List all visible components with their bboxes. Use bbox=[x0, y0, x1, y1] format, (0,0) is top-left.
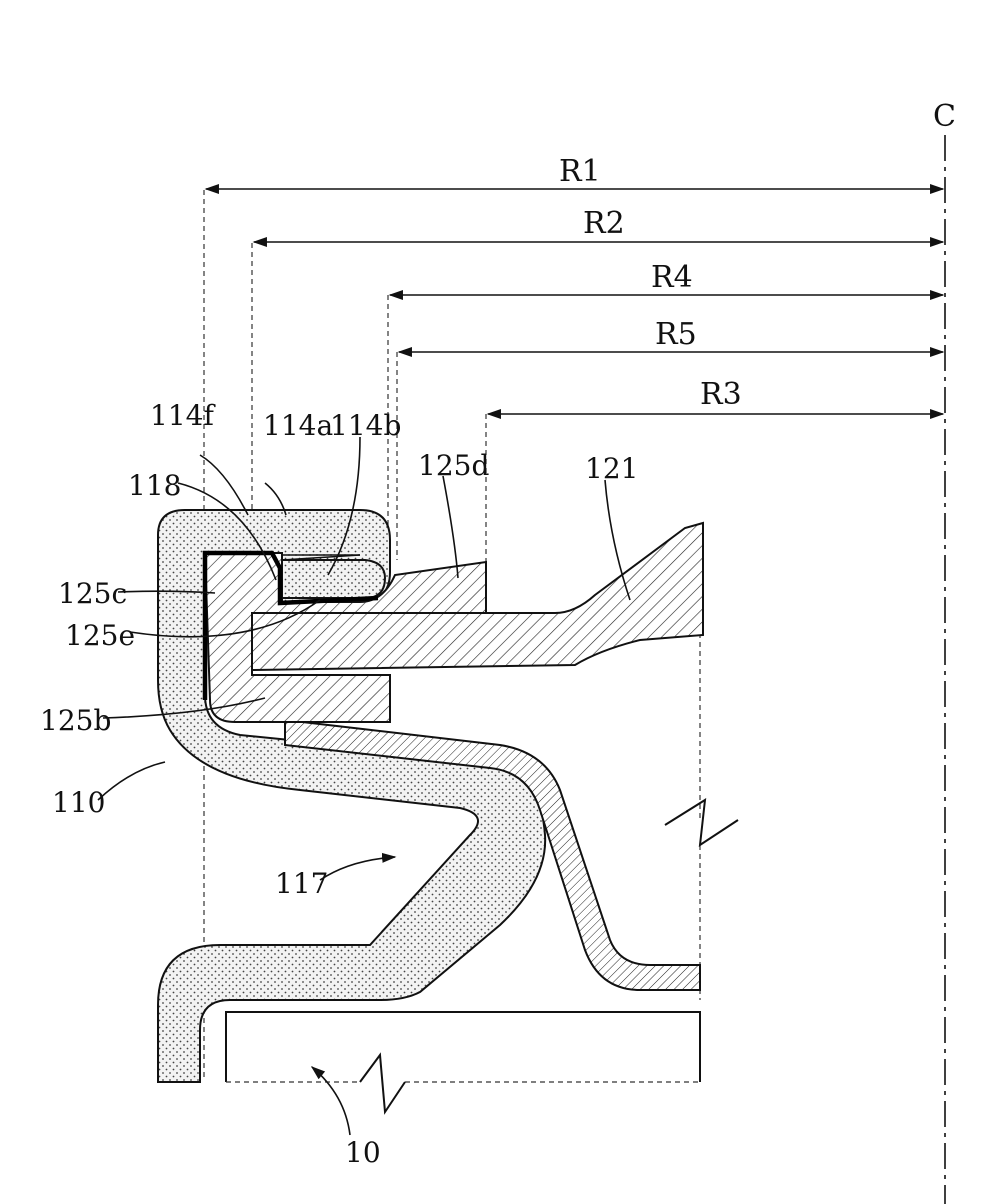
label-r1: R1 bbox=[559, 154, 601, 189]
label-125d: 125d bbox=[418, 449, 489, 482]
label-121: 121 bbox=[585, 452, 638, 485]
leader-125d bbox=[443, 476, 458, 578]
leader-10 bbox=[312, 1067, 350, 1135]
label-114f: 114f bbox=[150, 399, 216, 432]
base-body-10 bbox=[226, 1012, 700, 1082]
leader-110 bbox=[98, 762, 165, 800]
label-118: 118 bbox=[128, 469, 181, 502]
label-114b: 114b bbox=[330, 409, 401, 442]
label-125b: 125b bbox=[40, 704, 111, 737]
label-10: 10 bbox=[345, 1136, 381, 1169]
label-r4: R4 bbox=[651, 260, 693, 295]
label-117: 117 bbox=[275, 867, 328, 900]
base-break-mark bbox=[360, 1055, 405, 1112]
label-r5: R5 bbox=[655, 317, 697, 352]
label-110: 110 bbox=[52, 786, 105, 819]
label-c: C bbox=[933, 99, 956, 134]
label-r2: R2 bbox=[583, 206, 625, 241]
leader-117 bbox=[320, 857, 395, 880]
label-125e: 125e bbox=[65, 619, 135, 652]
label-125c: 125c bbox=[58, 577, 127, 610]
label-114a: 114a bbox=[263, 409, 333, 442]
label-r3: R3 bbox=[700, 377, 742, 412]
right-break-mark bbox=[665, 800, 738, 845]
